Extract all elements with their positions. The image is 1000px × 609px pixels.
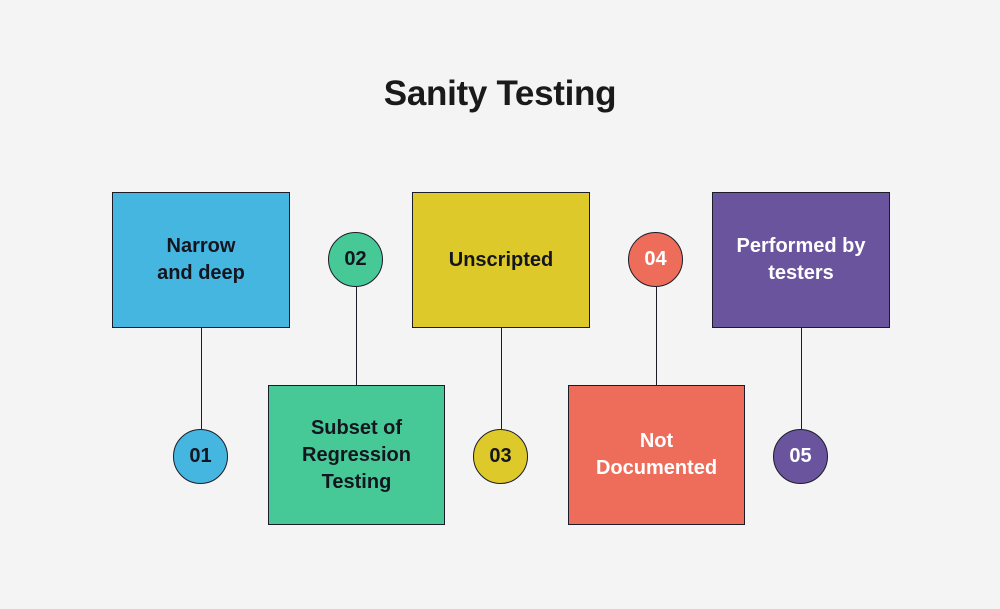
page-title: Sanity Testing — [383, 74, 617, 113]
feature-box-label-02-line3: Testing — [321, 470, 392, 493]
feature-box-04[interactable]: Not Documented — [568, 385, 745, 525]
step-circle-05[interactable]: 05 — [773, 429, 828, 484]
feature-box-label-01: Narrow and deep — [157, 233, 245, 287]
diagram-column-01: Narrow and deep 01 — [101, 0, 301, 609]
feature-box-05[interactable]: Performed by testers — [712, 192, 890, 328]
feature-box-label-01-line2: and deep — [157, 262, 245, 284]
feature-box-label-03: Unscripted — [449, 247, 553, 274]
feature-box-03[interactable]: Unscripted — [412, 192, 590, 328]
connector-line-03 — [500, 328, 502, 429]
feature-box-label-05-line1: Performed by — [736, 235, 866, 257]
step-circle-01[interactable]: 01 — [173, 429, 228, 484]
connector-line-05 — [800, 328, 802, 429]
connector-line-02 — [355, 287, 357, 385]
feature-box-label-04-line2: Documented — [595, 457, 718, 479]
feature-box-label-04-line1: Not — [639, 430, 674, 452]
feature-box-label-05: Performed by testers — [737, 233, 866, 287]
connector-line-04 — [655, 287, 657, 385]
feature-box-02[interactable]: Subset of Regression Testing — [268, 385, 445, 525]
diagram-column-03: Unscripted 03 — [401, 0, 601, 609]
diagram-column-04: 04 Not Documented — [556, 0, 756, 609]
feature-box-label-01-line1: Narrow — [166, 235, 236, 257]
feature-box-label-02-line2: Regression — [302, 443, 411, 466]
feature-box-label-05-line2: testers — [768, 262, 834, 284]
connector-line-01 — [200, 328, 202, 429]
step-circle-03[interactable]: 03 — [473, 429, 528, 484]
feature-box-label-04: Not Documented — [596, 428, 717, 482]
diagram-column-02: 02 Subset of Regression Testing — [256, 0, 456, 609]
feature-box-label-03-line1: Unscripted — [448, 248, 554, 271]
step-circle-02[interactable]: 02 — [328, 232, 383, 287]
diagram-column-05: Performed by testers 05 — [701, 0, 901, 609]
feature-box-label-02-line1: Subset of — [310, 416, 403, 439]
feature-box-01[interactable]: Narrow and deep — [112, 192, 290, 328]
step-circle-04[interactable]: 04 — [628, 232, 683, 287]
feature-box-label-02: Subset of Regression Testing — [302, 415, 411, 496]
